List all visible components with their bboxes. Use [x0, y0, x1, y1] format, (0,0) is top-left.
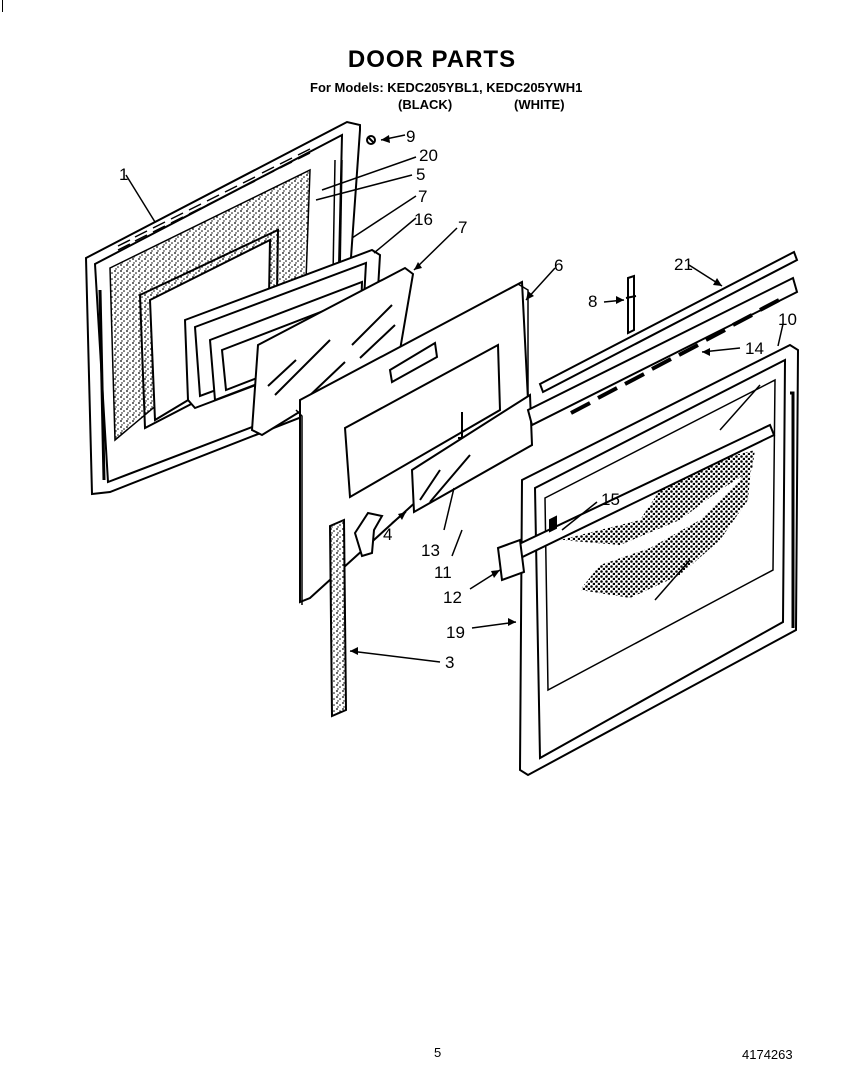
callout-19: 19 — [446, 623, 465, 642]
hinge-clip — [625, 274, 637, 335]
callout-21: 21 — [674, 255, 693, 274]
callout-7b: 7 — [458, 218, 467, 237]
callout-6: 6 — [554, 256, 563, 275]
page-number: 5 — [434, 1045, 442, 1060]
document-number: 4174263 — [742, 1047, 793, 1062]
page-title: DOOR PARTS — [347, 46, 517, 73]
callout-8: 8 — [588, 292, 597, 311]
models-line: For Models: KEDC205YBL1, KEDC205YWH1 — [310, 80, 583, 95]
callout-13: 13 — [421, 541, 440, 560]
callout-11: 11 — [434, 563, 452, 582]
callout-3: 3 — [445, 653, 454, 672]
variant-white-label: (WHITE) — [514, 97, 565, 112]
side-bracket — [353, 511, 384, 558]
vent-trim — [526, 276, 799, 427]
callout-15: 15 — [601, 490, 620, 509]
callout-20: 20 — [419, 146, 438, 165]
callout-5: 5 — [416, 165, 425, 184]
arrowheads — [350, 135, 722, 655]
callout-12: 12 — [443, 588, 462, 607]
corner-mark — [2, 0, 3, 12]
door-liner — [295, 280, 530, 605]
callout-1: 1 — [119, 165, 128, 184]
screw — [366, 135, 376, 145]
callout-9: 9 — [406, 127, 415, 146]
top-trim-strip — [538, 250, 799, 394]
variant-black-label: (BLACK) — [398, 97, 453, 112]
callout-7a: 7 — [418, 187, 427, 206]
callout-16: 16 — [414, 210, 433, 229]
callout-14: 14 — [745, 339, 764, 358]
callout-4: 4 — [383, 525, 392, 544]
door-handle — [496, 423, 776, 582]
door-seal-strip — [328, 518, 348, 718]
callout-10: 10 — [778, 310, 797, 329]
small-window-glass — [410, 393, 534, 514]
